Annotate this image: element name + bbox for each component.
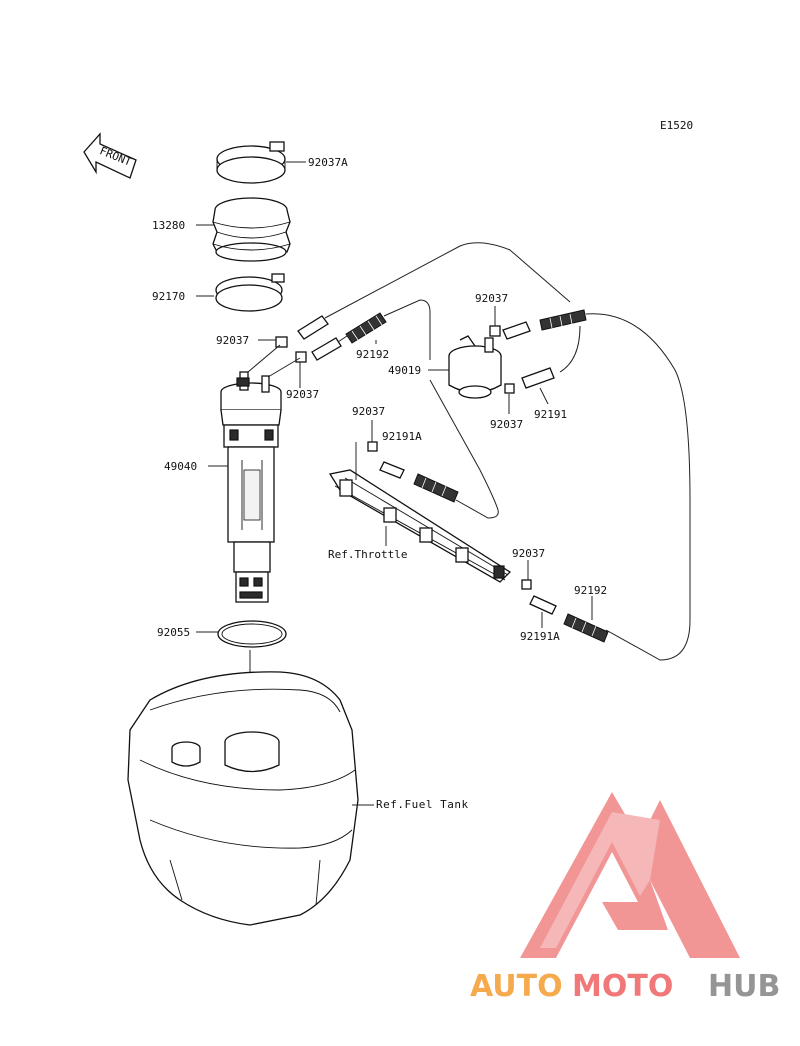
- fuel-pump-49040: [220, 371, 282, 603]
- fuel-tank: [127, 671, 359, 926]
- fuel-filter-49019: [448, 335, 502, 399]
- logo-text-auto: AUTO: [470, 969, 563, 1004]
- automotohub-logo: AUTO MOTO HUB: [470, 792, 780, 1004]
- boot-13280: [212, 197, 291, 262]
- label-92191: 92191: [534, 408, 567, 421]
- clamp-92037A: [216, 141, 286, 184]
- label-ref-throttle: Ref.Throttle: [328, 548, 407, 561]
- clip-92037-middle: [367, 441, 378, 452]
- tube-92191: [521, 367, 555, 389]
- label-ref-fuel-tank: Ref.Fuel Tank: [376, 798, 469, 811]
- logo-text-hub: HUB: [708, 969, 780, 1004]
- tube-upper: [297, 315, 342, 361]
- hose-spring-92192-lower: [563, 613, 609, 643]
- label-92037-e: 92037: [352, 405, 385, 418]
- label-92192-b: 92192: [574, 584, 607, 597]
- label-49019: 49019: [388, 364, 421, 377]
- label-49040: 49040: [164, 460, 197, 473]
- label-92191A-a: 92191A: [382, 430, 422, 443]
- label-92055: 92055: [157, 626, 190, 639]
- hose-spring-92192-upper: [345, 312, 387, 344]
- diagram-code: E1520: [660, 119, 693, 132]
- clip-92037-right: [521, 579, 532, 590]
- hose-spring-top-right: [539, 309, 587, 331]
- label-92037-d: 92037: [490, 418, 523, 431]
- label-92192-a: 92192: [356, 348, 389, 361]
- throttle-rail: [328, 442, 512, 583]
- label-92037-a: 92037: [216, 334, 249, 347]
- label-92037A: 92037A: [308, 156, 348, 169]
- clip-92037-filter-bottom: [504, 383, 515, 394]
- label-13280: 13280: [152, 219, 185, 232]
- label-92191A-b: 92191A: [520, 630, 560, 643]
- label-92170: 92170: [152, 290, 185, 303]
- label-92037-f: 92037: [512, 547, 545, 560]
- clamp-92170: [215, 273, 285, 312]
- hose-spring-middle: [413, 473, 459, 503]
- label-92037-c: 92037: [475, 292, 508, 305]
- gasket-92055: [217, 620, 287, 648]
- clip-92037-left: [275, 336, 307, 363]
- clip-92037-filter-top: [489, 325, 501, 337]
- label-92037-b: 92037: [286, 388, 319, 401]
- logo-text-moto: MOTO: [572, 969, 673, 1004]
- front-arrow-icon: FRONT: [83, 132, 137, 179]
